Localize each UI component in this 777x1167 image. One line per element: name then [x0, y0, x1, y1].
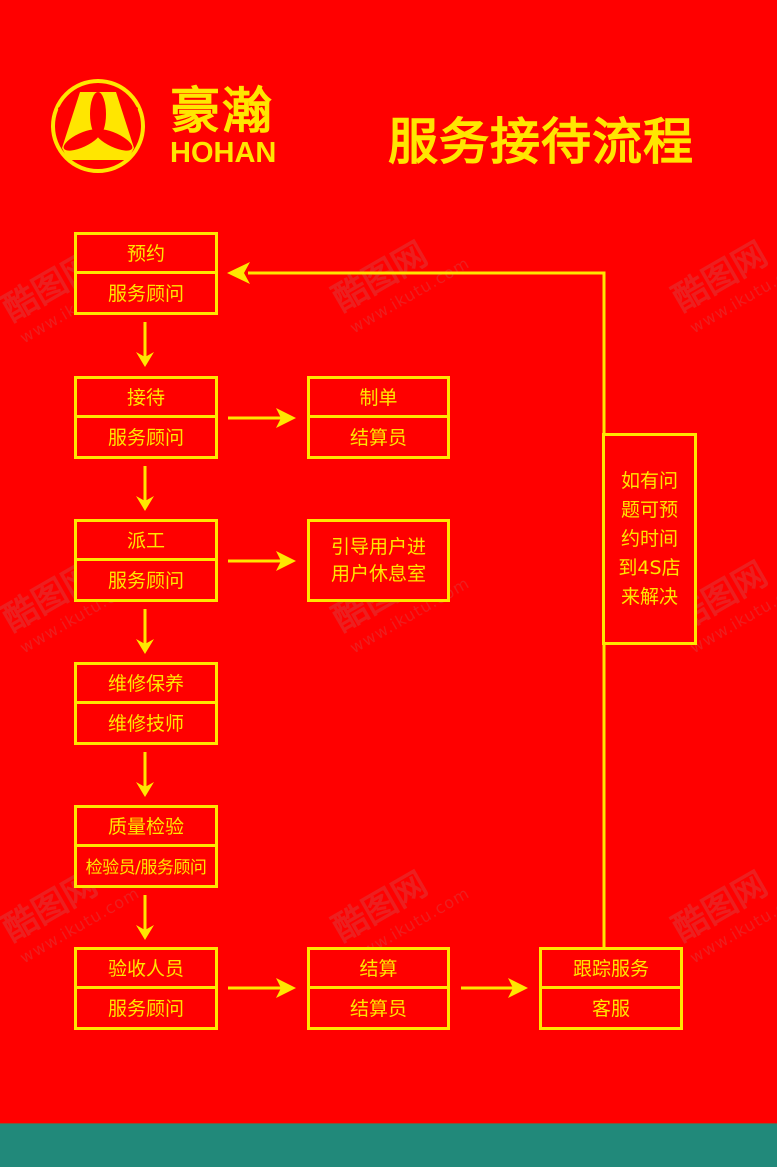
node-text-line: 引导用户进: [330, 535, 426, 558]
flow-node-appointment: 预约 服务顾问: [74, 232, 218, 315]
node-role: 结算员: [349, 998, 407, 1021]
node-step: 派工: [77, 522, 215, 561]
node-role: 维修技师: [107, 713, 184, 736]
node-step: 制单: [310, 379, 447, 418]
node-role: 服务顾问: [107, 283, 184, 306]
flow-node-settlement: 结算 结算员: [307, 947, 450, 1030]
node-role: 检验员/服务顾问: [85, 858, 207, 879]
flow-node-follow-up: 跟踪服务 客服: [539, 947, 683, 1030]
node-role: 服务顾问: [107, 427, 184, 450]
note-line: 如有问: [620, 469, 678, 492]
brand-name-en: HOHAN: [170, 137, 277, 169]
feedback-note: 如有问 题可预 约时间 到4S店 来解决: [602, 433, 697, 645]
brand-name-cn: 豪瀚: [170, 82, 274, 140]
node-step: 预约: [77, 235, 215, 274]
note-line: 来解决: [620, 585, 678, 608]
flow-node-dispatch: 派工 服务顾问: [74, 519, 218, 602]
node-text-line: 用户休息室: [330, 562, 426, 585]
note-line: 到4S店: [618, 556, 681, 579]
node-step: 质量检验: [77, 808, 215, 847]
flow-node-billing-order: 制单 结算员: [307, 376, 450, 459]
node-step: 结算: [310, 950, 447, 989]
node-role: 客服: [591, 998, 630, 1021]
flow-node-reception: 接待 服务顾问: [74, 376, 218, 459]
node-step: 接待: [77, 379, 215, 418]
footer-band: [0, 1123, 777, 1167]
flow-node-acceptance: 验收人员 服务顾问: [74, 947, 218, 1030]
node-step: 维修保养: [77, 665, 215, 704]
node-role: 服务顾问: [107, 998, 184, 1021]
node-role: 服务顾问: [107, 570, 184, 593]
note-line: 题可预: [620, 498, 678, 521]
flow-node-quality-check: 质量检验 检验员/服务顾问: [74, 805, 218, 888]
node-role: 结算员: [349, 427, 407, 450]
note-line: 约时间: [620, 527, 678, 550]
node-step: 跟踪服务: [542, 950, 680, 989]
page-title: 服务接待流程: [388, 113, 694, 171]
flow-node-lounge: 引导用户进 用户休息室: [307, 519, 450, 602]
flow-node-maintenance: 维修保养 维修技师: [74, 662, 218, 745]
hohan-emblem-icon: [50, 78, 146, 174]
node-step: 验收人员: [77, 950, 215, 989]
